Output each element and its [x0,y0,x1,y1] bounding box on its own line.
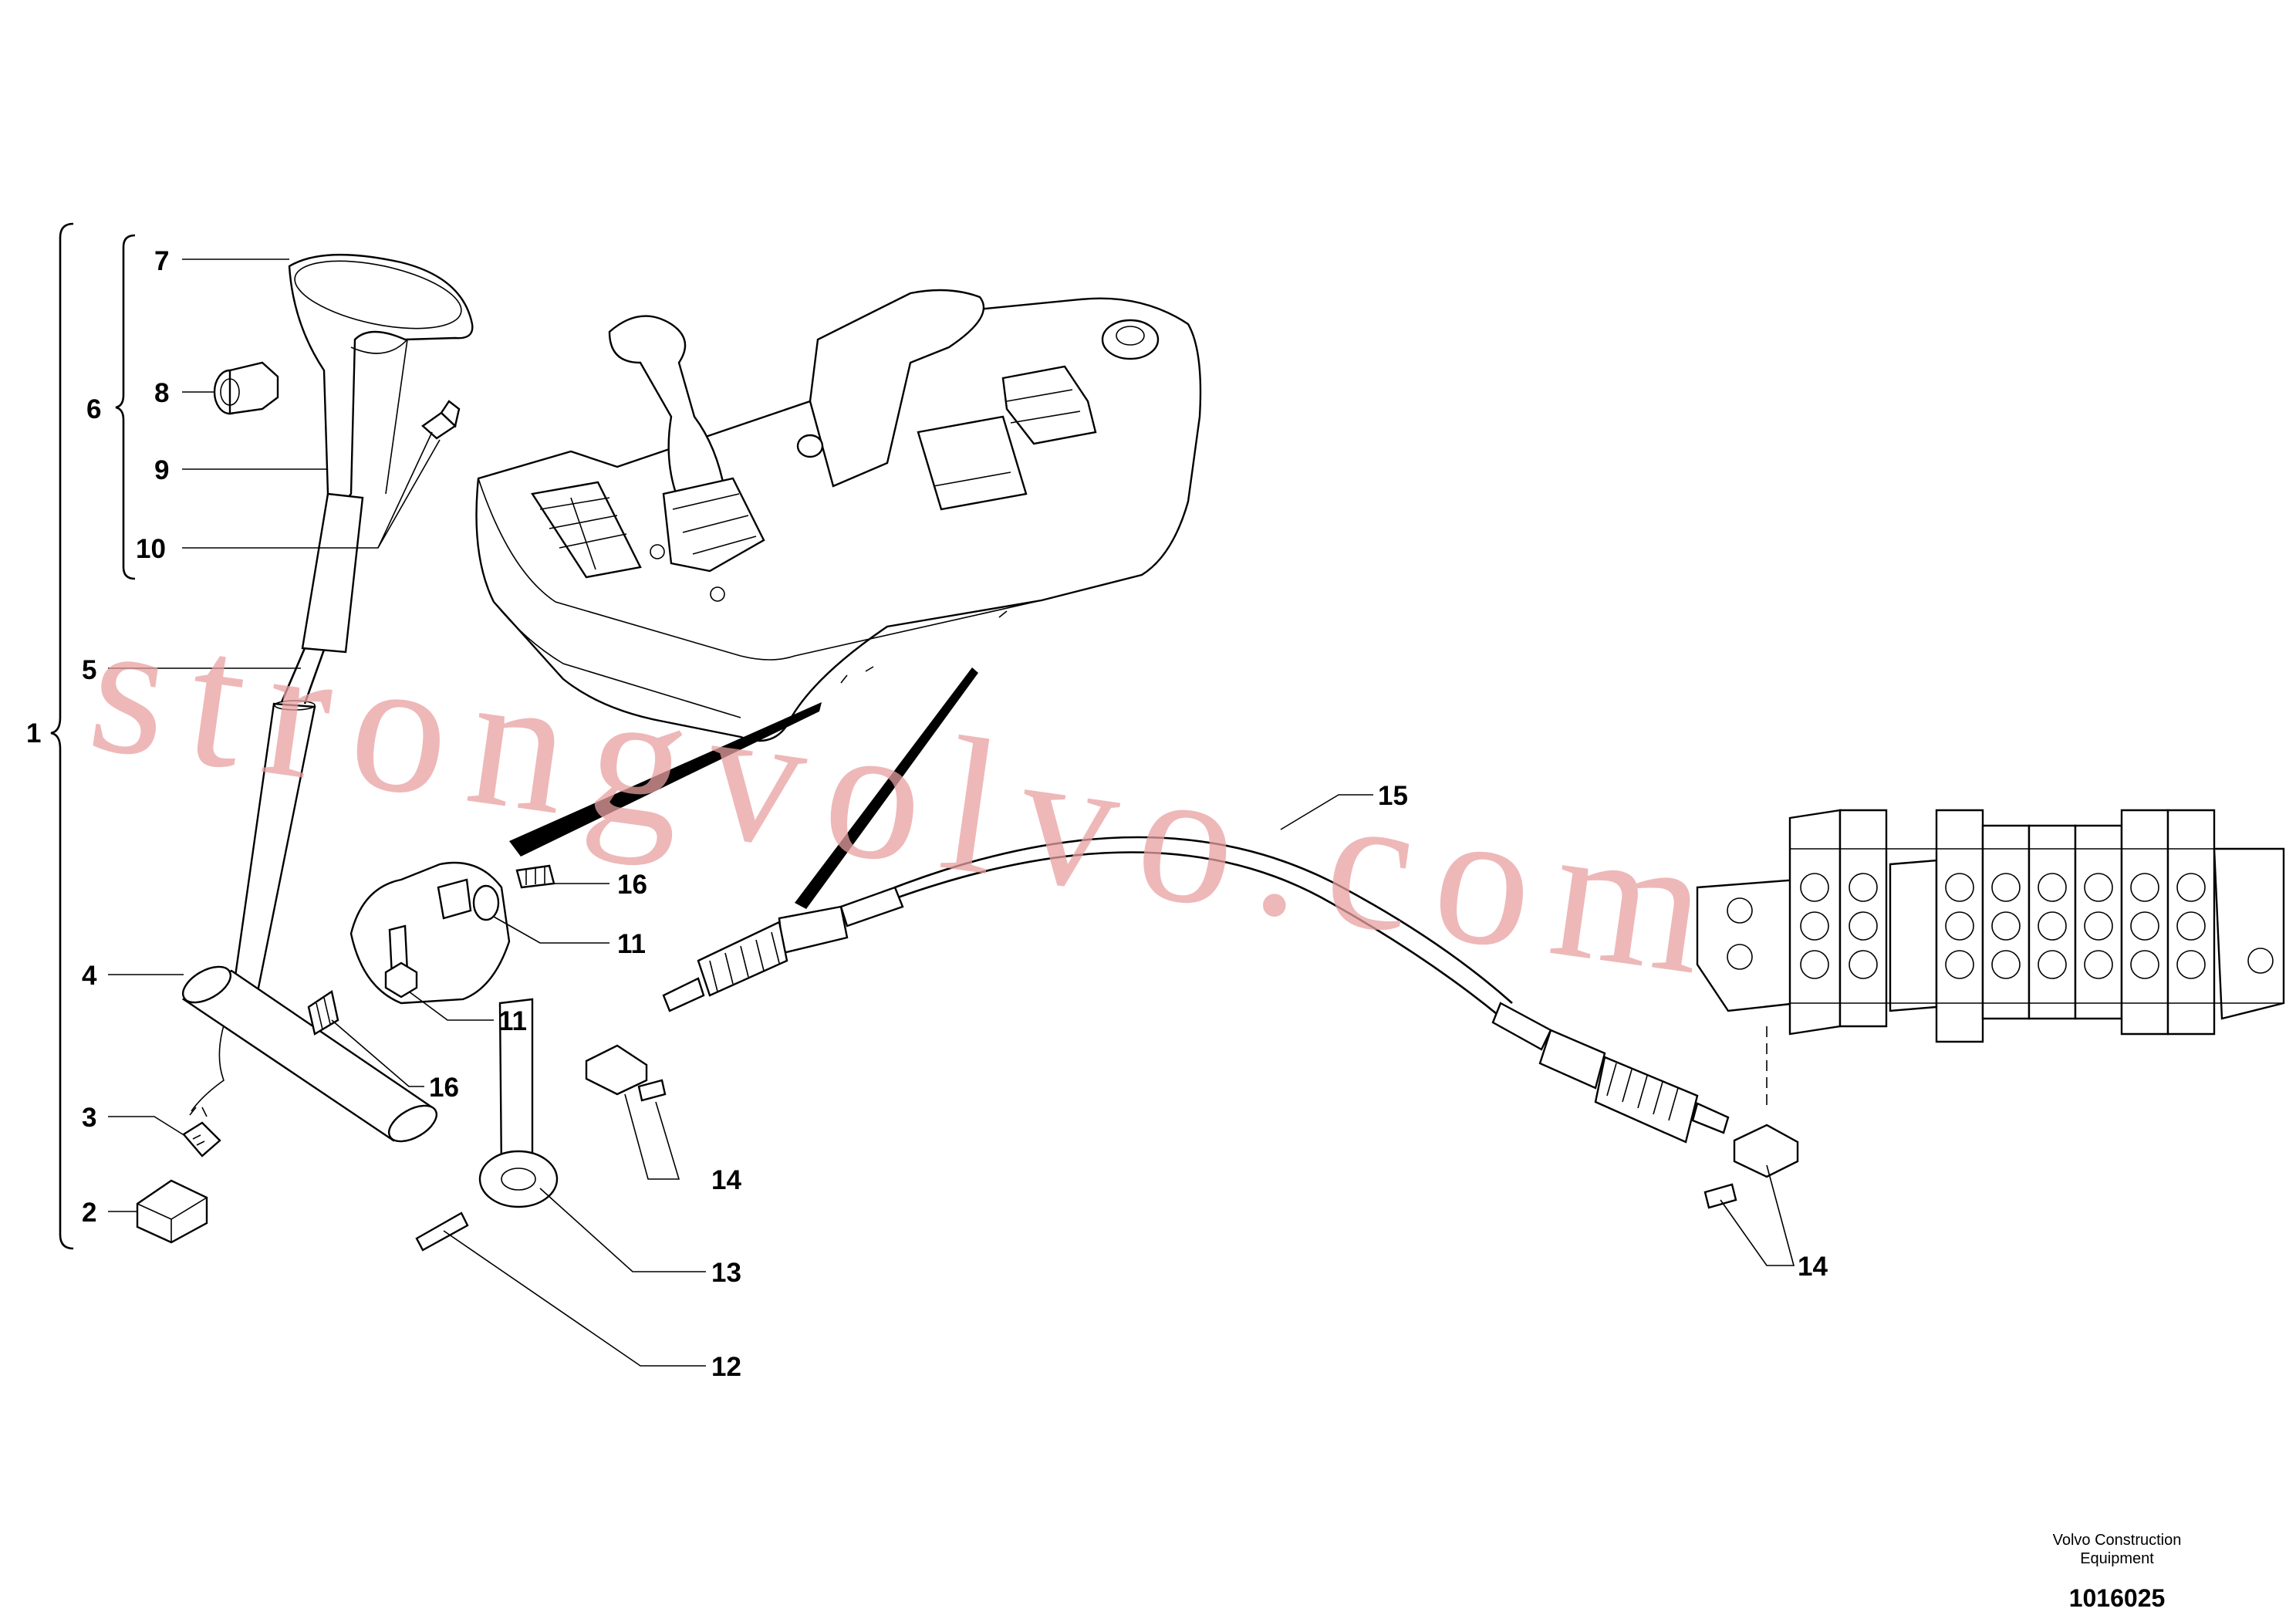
pin-part-12 [415,1211,469,1252]
stud-part-16b [307,990,339,1036]
callout-14-right: 14 [1798,1252,1828,1282]
pivot-tube-part-4 [181,965,437,1143]
control-valve-block [1696,809,2285,1111]
connector-part-3 [182,1121,221,1157]
clevis-part-14b [1703,1124,1799,1209]
callout-11-bottom: 11 [498,1006,527,1036]
callout-1: 1 [26,718,41,748]
callout-4: 4 [82,961,97,991]
washer-part-11a [472,884,500,921]
publisher-line-1: Volvo Construction [2053,1532,2182,1549]
watermark: strongvolvo.com [79,577,1741,1019]
control-cable-part-15 [662,836,1730,1144]
callout-10: 10 [136,534,166,564]
stud-part-16a [515,864,555,889]
callout-16-top: 16 [617,870,647,900]
connector-housing-part-2 [136,1179,208,1244]
valve-ports [1727,873,2274,979]
callout-16-bottom: 16 [429,1073,459,1103]
callout-14-left: 14 [711,1165,741,1195]
publisher-line-2: Equipment [2080,1550,2154,1567]
switch-part-8 [213,361,279,415]
title-block: Volvo Construction Equipment 1016025 [2053,1532,2182,1612]
detail-leader-wedges [509,667,978,909]
screw-part-10 [421,400,461,440]
mounting-bracket [349,861,511,1005]
callout-labels: 1 2 3 4 5 6 7 8 9 10 11 11 12 13 14 14 1… [26,246,1828,1382]
lever-arm-part-13 [478,998,559,1208]
callout-7: 7 [154,246,169,276]
callout-11-top: 11 [617,929,646,959]
callout-2: 2 [82,1198,96,1228]
callout-12: 12 [711,1352,741,1382]
control-console [475,289,1202,742]
callout-15: 15 [1378,781,1408,811]
callout-6: 6 [86,394,101,424]
leader-lines [108,259,1795,1367]
drawing-number: 1016025 [2069,1584,2166,1612]
brace-assembly-1 [50,222,74,1250]
callout-8: 8 [154,378,169,408]
callout-5: 5 [82,655,96,685]
brace-assembly-6 [115,234,136,580]
callout-13: 13 [711,1258,741,1288]
clevis-part-14a [585,1044,667,1102]
nut-part-11b [384,961,418,999]
callout-3: 3 [82,1103,96,1133]
callout-9: 9 [154,455,169,485]
